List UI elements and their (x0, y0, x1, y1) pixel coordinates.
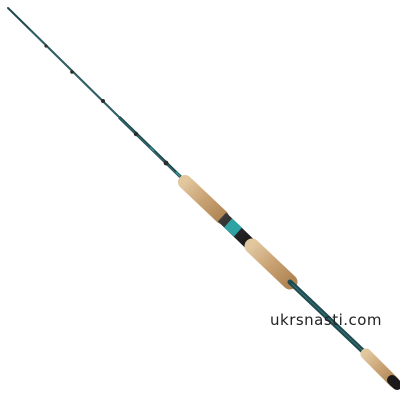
rod-blank-highlight (29, 29, 186, 183)
watermark-text: ukrsnasti.com (270, 311, 383, 329)
butt-cap-end (387, 375, 400, 390)
fore-grip-cork (178, 175, 229, 224)
rear-grip-cork (244, 238, 298, 290)
thread-wraps (149, 146, 181, 177)
rod-guides (44, 44, 169, 166)
rod-butt-highlight (291, 283, 365, 353)
reel-seat-accent (223, 218, 243, 237)
